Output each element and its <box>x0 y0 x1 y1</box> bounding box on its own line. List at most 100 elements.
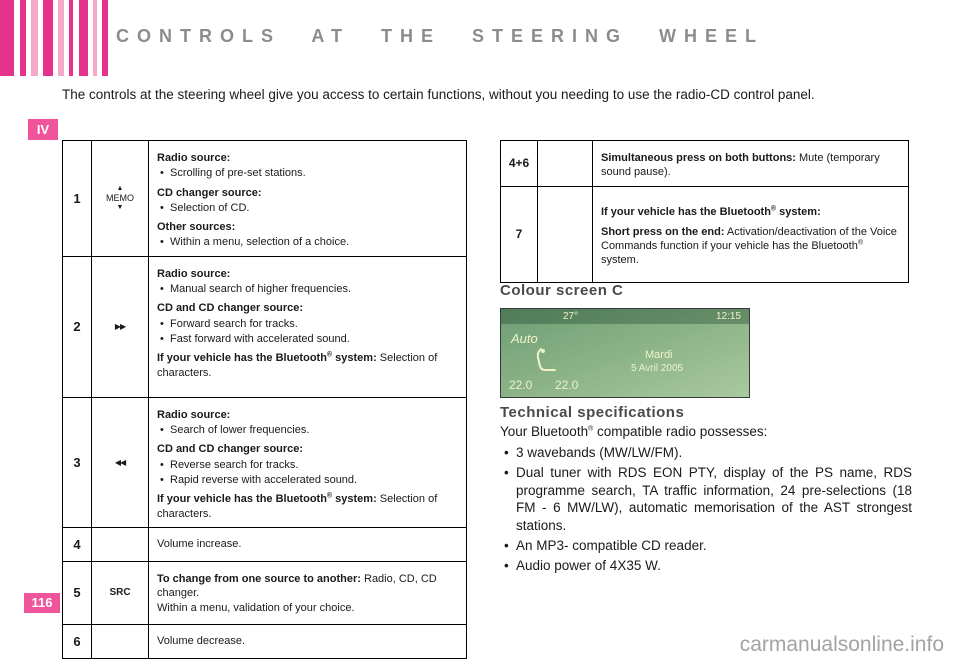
description-cell: If your vehicle has the Bluetooth® syste… <box>593 187 908 282</box>
watermark: carmanualsonline.info <box>739 633 944 656</box>
icon-glyph: ▲ <box>116 185 124 193</box>
empty-icon-cell <box>538 186 593 282</box>
description-cell: Radio source: •Manual search of higher fr… <box>149 257 466 397</box>
registered-mark: ® <box>326 492 333 500</box>
bold-label: CD and CD changer source: <box>157 302 304 315</box>
description-line: •Scrolling of pre-set stations. <box>160 167 306 180</box>
registered-mark: ® <box>326 351 333 359</box>
description-line: •Rapid reverse with accelerated sound. <box>160 473 358 486</box>
button-number-cell: 3 <box>63 397 92 527</box>
stripe <box>31 0 38 76</box>
icon-glyph: SRC <box>109 587 131 599</box>
page-number: 116 <box>24 593 60 613</box>
bullet-dot: • <box>504 538 509 554</box>
description-line: If your vehicle has the Bluetooth® syste… <box>157 492 438 520</box>
bold-label: To change from one source to another: <box>157 572 361 585</box>
icon-glyph: ◀◀ <box>114 457 126 467</box>
tech-specs-heading: Technical specifications <box>500 404 685 421</box>
stripe <box>20 0 26 76</box>
bullet-dot: • <box>504 464 509 480</box>
bullet-dot: • <box>504 557 509 573</box>
clock: 12:15 <box>715 311 741 322</box>
temp-left: 22.0 <box>509 378 533 392</box>
bullet-dot: • <box>160 236 164 249</box>
description-line: CD changer source: <box>157 186 458 200</box>
description-line: •Forward search for tracks. <box>160 317 298 330</box>
bold-label: Other sources: <box>157 221 236 234</box>
bullet-dot: • <box>160 317 164 330</box>
description-line: •Reverse search for tracks. <box>160 458 299 471</box>
description-line: •Within a menu, selection of a choice. <box>160 236 350 249</box>
description-line: To change from one source to another: Ra… <box>157 572 437 600</box>
registered-mark: ® <box>770 204 777 212</box>
tech-spec-item: •3 wavebands (MW/LW/FM). <box>504 445 683 460</box>
description-line: CD and CD changer source: <box>157 301 458 315</box>
bold-label: Radio source: <box>157 152 231 164</box>
intro-text: The controls at the steering wheel give … <box>62 87 815 102</box>
tech-spec-item: •Audio power of 4X35 W. <box>504 557 661 573</box>
description-line: Simultaneous press on both buttons: Mute… <box>601 152 880 179</box>
button-number-cell: 5 <box>63 561 92 624</box>
description-line: Other sources: <box>157 220 458 234</box>
stripe <box>102 0 108 76</box>
screen-top-bar <box>501 309 749 324</box>
button-number-cell: 7 <box>501 186 538 282</box>
left-table: 1▲MEMO▼Radio source:•Scrolling of pre-se… <box>62 140 467 659</box>
empty-icon-cell <box>92 624 149 658</box>
pink-stripes-decoration <box>0 0 110 76</box>
right-table: 4+6 Simultaneous press on both buttons: M… <box>500 140 909 283</box>
drive-mode-label: Auto <box>511 331 538 346</box>
description-line: Short press on the end: Activation/deact… <box>601 225 897 267</box>
bold-label: If your vehicle has the Bluetooth® syste… <box>157 492 377 506</box>
registered-mark: ® <box>588 425 594 433</box>
day-label: Mardi <box>645 349 673 361</box>
empty-icon-cell <box>538 141 593 186</box>
icon-glyph: ▶▶ <box>114 322 126 332</box>
bold-label: Radio source: <box>157 408 231 421</box>
description-cell: Volume decrease. <box>149 625 466 658</box>
date-label: 5 Avril 2005 <box>631 363 684 374</box>
memo-arrows-icon: ▲MEMO▼ <box>92 141 149 256</box>
table-row: 5 SRC To change from one source to another… <box>63 561 466 625</box>
bold-label: Simultaneous press on both buttons: <box>601 152 796 164</box>
bullet-dot: • <box>160 283 164 296</box>
table-row: 1▲MEMO▼Radio source:•Scrolling of pre-se… <box>63 141 466 257</box>
description-line: Radio source: <box>157 267 458 281</box>
table-row: 6 Volume decrease. <box>63 624 466 658</box>
stripe <box>79 0 88 76</box>
bold-label: If your vehicle has the Bluetooth® syste… <box>601 204 821 218</box>
bold-label: Radio source: <box>157 267 231 280</box>
description-cell: Simultaneous press on both buttons: Mute… <box>593 141 908 186</box>
registered-mark: ® <box>857 239 863 247</box>
button-number-cell: 4+6 <box>501 141 538 186</box>
bold-label: Short press on the end: <box>601 225 725 238</box>
stripe <box>93 0 97 76</box>
seat-icon <box>535 347 557 376</box>
table-row: 2▶▶Radio source:•Manual search of higher… <box>63 256 466 398</box>
description-line: •Selection of CD. <box>160 201 250 214</box>
rewind-icon: ◀◀ <box>92 397 149 527</box>
temp-right: 22.0 <box>555 378 579 392</box>
bullet-dot: • <box>160 458 164 471</box>
description-cell: To change from one source to another: Ra… <box>149 562 466 624</box>
stripe <box>0 0 14 76</box>
description-cell: Radio source: •Search of lower frequencie… <box>149 398 466 527</box>
button-number-cell: 6 <box>63 624 92 658</box>
button-number-cell: 4 <box>63 527 92 561</box>
description-line: •Manual search of higher frequencies. <box>160 283 351 296</box>
table-row: 3 ◀◀ Radio source: •Search of lower frequen… <box>63 397 466 528</box>
table-row: 7 If your vehicle has the Bluetooth® syst… <box>501 186 908 282</box>
bold-label: If your vehicle has the Bluetooth® syste… <box>157 351 377 365</box>
colour-screen-heading: Colour screen C <box>500 282 624 299</box>
bullet-dot: • <box>160 424 164 437</box>
src-button-icon: SRC <box>92 561 149 624</box>
icon-glyph: MEMO <box>106 193 134 204</box>
description-line: If your vehicle has the Bluetooth® syste… <box>157 351 438 379</box>
description-line: Radio source: <box>157 408 458 422</box>
stripe <box>58 0 64 76</box>
description-line: If your vehicle has the Bluetooth® syste… <box>601 205 900 219</box>
description-line: •Search of lower frequencies. <box>160 424 310 437</box>
bold-label: CD changer source: <box>157 186 262 199</box>
description-line: CD and CD changer source: <box>157 442 458 456</box>
